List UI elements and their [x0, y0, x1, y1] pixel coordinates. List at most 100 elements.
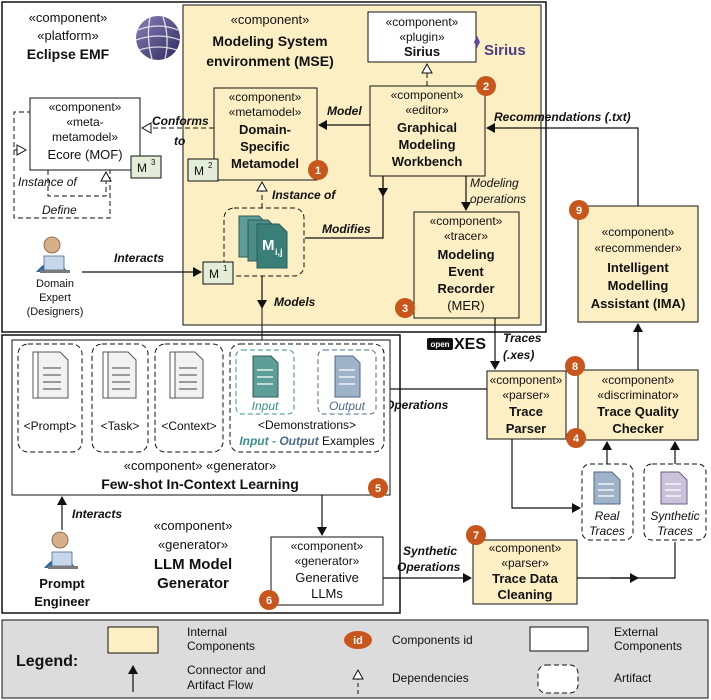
- tdc-stereo-component: «component»: [489, 541, 562, 555]
- input-label: Input: [252, 399, 279, 413]
- sirius-logo-icon: Sirius: [474, 36, 526, 59]
- prompt-engineer-line2: Engineer: [34, 594, 90, 609]
- ecore-stereo-meta: «meta-: [66, 115, 103, 129]
- dsm-id: 1: [315, 165, 321, 177]
- legend-id-badge-text: id: [353, 635, 363, 647]
- legend-internal-2: Components: [187, 639, 255, 653]
- llm-generator-stereo-generator: «generator»: [158, 537, 228, 552]
- sirius-stereo-plugin: «plugin»: [399, 30, 445, 44]
- conforms-to-label-2: to: [174, 134, 185, 148]
- ecore-stereo-component: «component»: [49, 100, 122, 114]
- legend-artifact: Artifact: [614, 671, 652, 685]
- legend-external-swatch: [529, 626, 589, 652]
- output-doc-icon: [334, 355, 361, 398]
- modifies-label: Modifies: [322, 222, 371, 236]
- legend-connector-1: Connector and: [187, 663, 266, 677]
- gen-llms-id-badge: [259, 590, 279, 610]
- fsicl-name: Few-shot In-Context Learning: [101, 476, 299, 492]
- trace-parser-name-line1: Trace: [509, 404, 543, 419]
- operations-label: Operations: [385, 398, 449, 412]
- fsicl-id: 5: [375, 483, 381, 495]
- ima-name-line3: Assistant (IMA): [591, 296, 686, 311]
- legend-external-1: External: [614, 625, 658, 639]
- mer-name-line1: Modeling: [437, 247, 494, 262]
- fsicl-stereo: «component» «generator»: [124, 458, 277, 473]
- tdc-name-line1: Trace Data: [492, 571, 559, 586]
- prompt-label: <Prompt>: [24, 419, 77, 433]
- tqc-id: 8: [572, 361, 578, 373]
- context-label: <Context>: [161, 419, 216, 433]
- trace-parser-stereo-parser: «parser»: [502, 388, 550, 402]
- traces-label-1: Traces: [503, 331, 542, 345]
- tqc-name-line2: Checker: [612, 421, 663, 436]
- models-label: Models: [274, 295, 316, 309]
- platform-stereo-platform: «platform»: [37, 28, 98, 43]
- model-artifact-label: M: [262, 237, 275, 254]
- instance-of-label: Instance of: [272, 188, 336, 202]
- platform-name: Eclipse EMF: [27, 46, 110, 62]
- ecore-stereo-meta2: metamodel»: [52, 130, 118, 144]
- legend-components-id: Components id: [392, 633, 473, 647]
- trace-parser-id-badge: [566, 428, 586, 448]
- mer-component: [413, 211, 520, 319]
- domain-expert-line2: Expert: [39, 292, 71, 304]
- legend-id-badge: [344, 631, 372, 649]
- ima-stereo-recommender: «recommender»: [594, 241, 682, 255]
- context-doc-icon: [169, 351, 204, 399]
- synthetic-operations-label-1: Synthetic: [403, 544, 457, 558]
- gmw-name-line1: Graphical: [397, 120, 457, 135]
- gen-llms-stereo-generator: «generator»: [295, 554, 360, 568]
- gen-llms-name-line2: LLMs: [311, 586, 343, 601]
- task-label: <Task>: [101, 419, 140, 433]
- gen-llms-id: 6: [266, 595, 272, 607]
- legend-title: Legend:: [16, 653, 78, 670]
- tdc-component: [472, 539, 578, 605]
- tdc-name-line2: Cleaning: [498, 587, 553, 602]
- examples-label: Input - Output Examples: [239, 434, 374, 448]
- dsm-stereo-metamodel: «metamodel»: [229, 105, 302, 119]
- model-file-stack-icon: [238, 215, 288, 269]
- recommendations-edge: [486, 123, 639, 206]
- gen-llms-stereo-component: «component»: [291, 539, 364, 553]
- m1-level-text: M: [209, 267, 219, 281]
- conforms-to-label-1: Conforms: [152, 114, 209, 128]
- dsm-name-line3: Metamodel: [231, 156, 299, 171]
- generator-frame: [1, 334, 401, 614]
- interacts-top-label: Interacts: [114, 251, 164, 265]
- mer-stereo-tracer: «tracer»: [444, 229, 488, 243]
- prompt-engineer-icon: [44, 531, 78, 569]
- real-traces-line2: Traces: [589, 524, 625, 538]
- eclipse-globe-icon: [135, 16, 181, 60]
- mer-id-badge: [395, 298, 415, 318]
- demonstrations-label: <Demonstrations>: [258, 418, 356, 432]
- recommendations-label: Recommendations (.txt): [494, 110, 631, 124]
- m2-level-sup: 2: [208, 161, 213, 170]
- modeling-operations-label-1: Modeling: [470, 176, 519, 190]
- sirius-component: [367, 11, 477, 63]
- legend-dependencies: Dependencies: [392, 671, 469, 685]
- tdc-stereo-parser: «parser»: [501, 556, 549, 570]
- m3-level-text: M: [137, 161, 147, 175]
- prompt-doc-icon: [32, 351, 69, 399]
- dsm-component: [213, 87, 318, 181]
- model-artifact-sub: i,j: [275, 247, 283, 257]
- m3-level-badge: [130, 155, 162, 179]
- gen-llms-component: [270, 536, 384, 606]
- fsicl-id-badge: [368, 478, 388, 498]
- synthetic-operations-label-2: Operations: [397, 560, 461, 574]
- ima-stereo-component: «component»: [602, 225, 675, 239]
- legend-artifact-swatch: [537, 664, 579, 694]
- dsm-id-badge: [308, 160, 328, 180]
- ecore-instance-of-loop: [47, 170, 112, 197]
- tdc-id-badge: [466, 525, 486, 545]
- domain-expert-line3: (Designers): [27, 306, 84, 318]
- real-traces-doc-icon: [593, 471, 621, 505]
- modeling-operations-label-2: operations: [470, 192, 526, 206]
- tqc-component: [577, 369, 699, 441]
- mer-name-line4: (MER): [447, 298, 485, 313]
- mse-stereo: «component»: [231, 12, 310, 27]
- tqc-stereo-component: «component»: [602, 373, 675, 387]
- synthetic-traces-doc-icon: [660, 471, 688, 505]
- mse-title-line1: Modeling System: [212, 33, 327, 49]
- mer-stereo-component: «component»: [430, 214, 503, 228]
